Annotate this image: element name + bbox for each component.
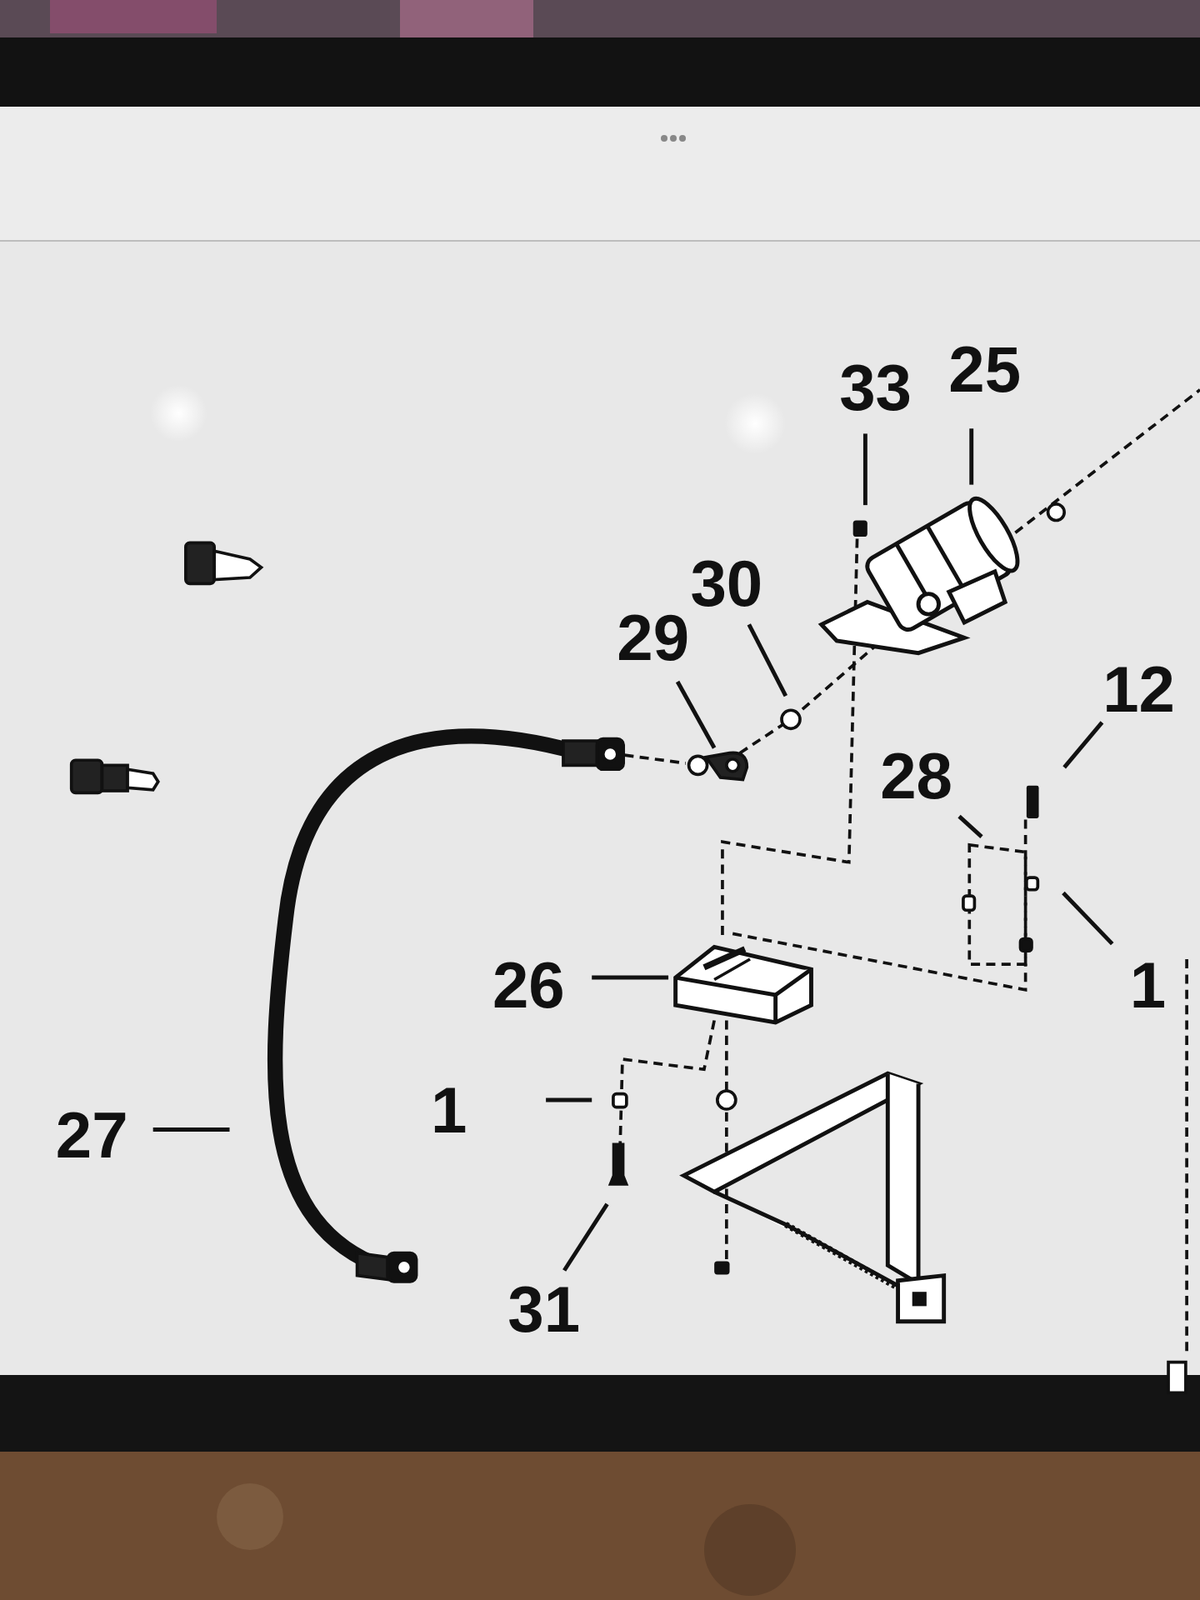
bolt: [1168, 1362, 1186, 1394]
screen-glare: [150, 385, 208, 443]
callout-number: 25: [948, 336, 1021, 402]
room-blur: [50, 0, 217, 34]
bolt: [1026, 785, 1040, 819]
callout-number: 30: [690, 550, 763, 616]
header-rule: [0, 240, 1200, 242]
callout-number: 1: [1130, 952, 1166, 1018]
hose-fitting: [357, 739, 625, 1282]
washer: [717, 1090, 736, 1110]
screen-glare: [724, 392, 785, 454]
countertop: [0, 1451, 1200, 1600]
mounting-block: [675, 946, 812, 1023]
callout-number: 27: [55, 1102, 129, 1168]
screen-bezel: [0, 1375, 1200, 1455]
nut: [714, 1260, 730, 1275]
fitting-part: [71, 760, 159, 793]
callout-number: 29: [616, 605, 690, 670]
callout-number: 12: [1102, 656, 1175, 722]
leader-line: [153, 428, 1113, 1270]
callout-number: 31: [507, 1276, 580, 1342]
menu-dots-icon: [660, 135, 686, 142]
assembly-line: [619, 390, 1200, 1358]
hose: [275, 735, 577, 1263]
screen-header: [0, 106, 1200, 242]
screen-page: [0, 241, 1200, 1377]
washer: [613, 1094, 627, 1108]
callout-number: 33: [839, 355, 912, 420]
room-blur: [400, 0, 534, 38]
washer: [781, 710, 800, 729]
elbow-fitting: [689, 752, 748, 780]
countertop-speck: [704, 1504, 796, 1596]
solenoid: [821, 492, 1027, 654]
callout-number: 28: [880, 743, 953, 809]
mounting-bracket: [683, 1073, 944, 1322]
screen-bezel: [0, 37, 1200, 109]
washer: [1048, 504, 1065, 521]
callout-number: 26: [492, 952, 565, 1018]
fitting-part: [185, 542, 262, 584]
washer: [963, 877, 1038, 951]
bolt: [608, 1142, 629, 1185]
callout-number: 1: [430, 1077, 467, 1143]
nut: [853, 520, 868, 537]
countertop-speck: [216, 1483, 284, 1550]
